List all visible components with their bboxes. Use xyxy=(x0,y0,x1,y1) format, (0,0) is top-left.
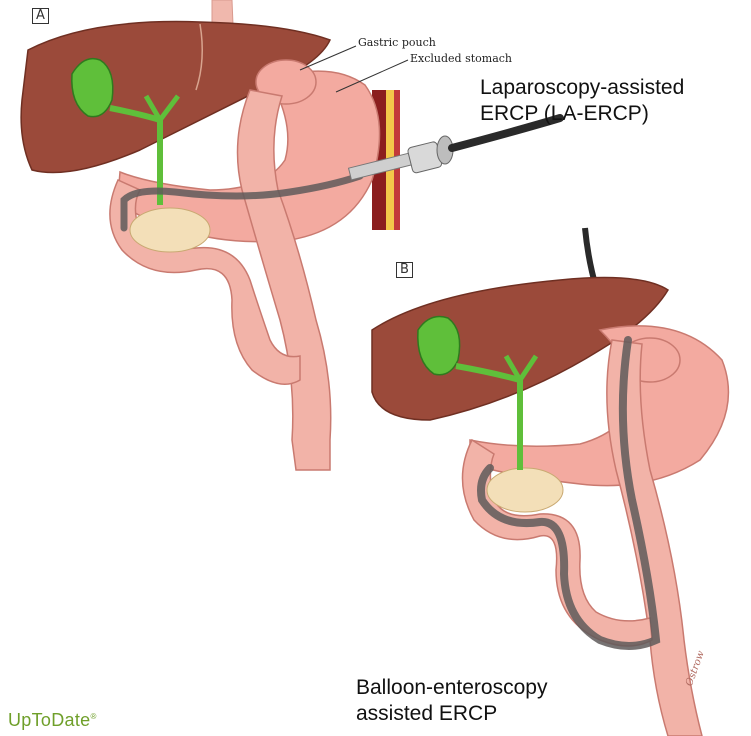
pancreas-a xyxy=(130,208,210,252)
la-ercp-caption-line1: Laparoscopy-assisted xyxy=(480,75,684,101)
be-ercp-caption-line1: Balloon-enteroscopy xyxy=(356,675,547,701)
be-ercp-caption: Balloon-enteroscopy assisted ERCP xyxy=(356,675,547,727)
gastric-pouch-label: Gastric pouch xyxy=(358,36,436,49)
la-ercp-caption: Laparoscopy-assisted ERCP (LA-ERCP) xyxy=(480,75,684,127)
excluded-stomach-label: Excluded stomach xyxy=(410,52,512,65)
la-ercp-caption-line2: ERCP (LA-ERCP) xyxy=(480,101,684,127)
panel-b-illustration xyxy=(372,228,728,736)
panel-b-tag: B xyxy=(396,262,413,278)
panel-a-tag: A xyxy=(32,8,49,24)
uptodate-logo: UpToDate® xyxy=(8,710,97,731)
pancreas-b xyxy=(487,468,563,512)
be-ercp-caption-line2: assisted ERCP xyxy=(356,701,547,727)
brand-registered-mark: ® xyxy=(90,712,96,721)
brand-name: UpToDate xyxy=(8,710,90,730)
